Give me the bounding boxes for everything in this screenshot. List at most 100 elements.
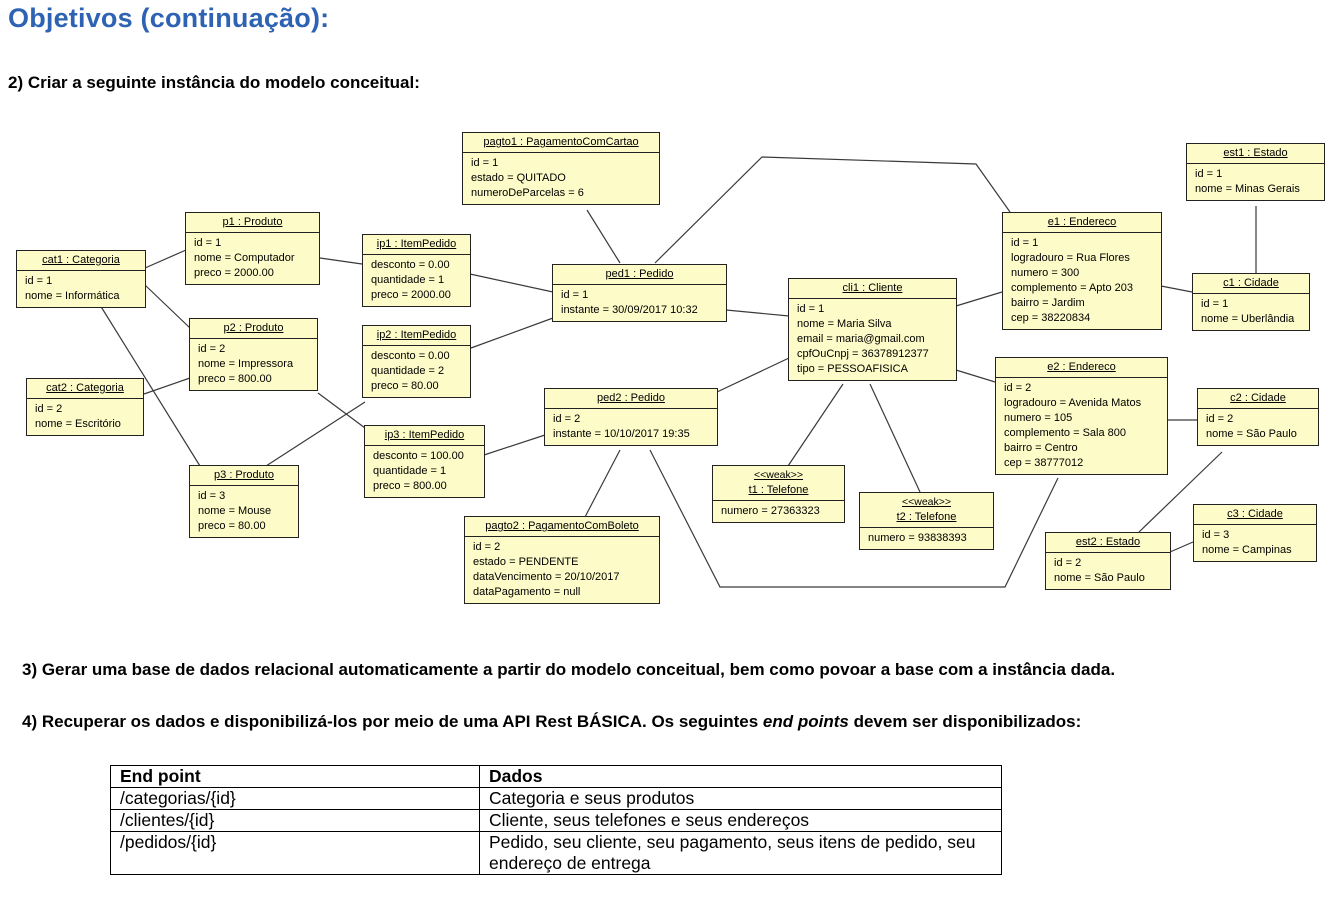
object-t1-name: t1 : Telefone — [748, 484, 809, 496]
link-cat1-p1 — [144, 249, 187, 269]
section-4-heading: 4) Recuperar os dados e disponibilizá-lo… — [22, 712, 1081, 732]
object-p2-header: p2 : Produto — [190, 319, 317, 339]
section-4-heading-text: 4) Recuperar os dados e disponibilizá-lo… — [22, 712, 763, 731]
link-e1-c1 — [1160, 285, 1193, 293]
object-pagto1: pagto1 : PagamentoComCartao id = 1 estad… — [462, 132, 660, 205]
link-est2-c3 — [1169, 541, 1194, 553]
object-ped2-header: ped2 : Pedido — [545, 389, 717, 409]
object-p1-attr: nome = Computador — [194, 252, 295, 264]
object-cli1-attr: cpfOuCnpj = 36378912377 — [797, 348, 929, 360]
object-e2-attr: logradouro = Avenida Matos — [1004, 397, 1142, 409]
link-ped2-cli1 — [716, 357, 790, 393]
link-cat1-p3 — [99, 304, 201, 467]
object-t2-attr: numero = 93838393 — [868, 532, 967, 544]
object-p3-attr: id = 3 — [198, 490, 226, 502]
object-c3-attr: id = 3 — [1202, 529, 1230, 541]
object-t1-attr: numero = 27363323 — [721, 505, 820, 517]
section-3-heading: 3) Gerar uma base de dados relacional au… — [22, 660, 1116, 679]
object-p2-attr: nome = Impressora — [198, 358, 294, 370]
object-ip3-attr: preco = 800.00 — [373, 480, 447, 492]
object-cli1-attr: nome = Maria Silva — [797, 318, 892, 330]
object-est1-header: est1 : Estado — [1187, 144, 1324, 164]
object-p1-attr: id = 1 — [194, 237, 222, 249]
object-e2-header: e2 : Endereco — [996, 358, 1167, 378]
object-p2-attr: id = 2 — [198, 343, 226, 355]
object-cat2-attr: id = 2 — [35, 403, 63, 415]
section-4-heading-text: devem ser disponibilizados: — [848, 712, 1082, 731]
object-e1-header: e1 : Endereco — [1003, 213, 1161, 233]
object-pagto1-attr: id = 1 — [471, 157, 499, 169]
object-e1: e1 : Endereco id = 1 logradouro = Rua Fl… — [1002, 212, 1162, 330]
object-c2-attr: id = 2 — [1206, 413, 1234, 425]
object-est2-attr: id = 2 — [1054, 557, 1082, 569]
object-c1: c1 : Cidade id = 1 nome = Uberlândia — [1192, 273, 1310, 331]
object-e1-attr: numero = 300 — [1011, 267, 1080, 279]
object-cat1: cat1 : Categoria id = 1 nome = Informáti… — [16, 250, 146, 308]
object-cat1-header: cat1 : Categoria — [17, 251, 145, 271]
page-title: Objetivos (continuação): — [8, 3, 330, 33]
object-p1-header: p1 : Produto — [186, 213, 319, 233]
object-ped1-attr: id = 1 — [561, 289, 589, 301]
object-p3-header: p3 : Produto — [190, 466, 298, 486]
link-cli1-t2 — [869, 383, 921, 493]
object-ip1: ip1 : ItemPedido desconto = 0.00 quantid… — [362, 234, 471, 307]
object-e2-attr: complemento = Sala 800 — [1004, 427, 1126, 439]
object-pagto2-attr: id = 2 — [473, 541, 501, 553]
object-est2-attr: nome = São Paulo — [1054, 572, 1145, 584]
column-header: End point — [110, 765, 480, 788]
object-p3-attr: preco = 80.00 — [198, 520, 266, 532]
object-ip3-header: ip3 : ItemPedido — [365, 426, 484, 446]
object-t2: <<weak>> t2 : Telefone numero = 93838393 — [859, 492, 994, 550]
object-t2-header: <<weak>> t2 : Telefone — [860, 493, 993, 528]
object-ip1-attr: preco = 2000.00 — [371, 289, 451, 301]
object-ip3-attr: desconto = 100.00 — [373, 450, 464, 462]
link-ip2-ped1 — [470, 317, 554, 349]
object-ip1-attr: quantidade = 1 — [371, 274, 445, 286]
object-ped1-header: ped1 : Pedido — [553, 265, 726, 285]
object-cat2-header: cat2 : Categoria — [27, 379, 143, 399]
object-t1-stereotype: <<weak>> — [753, 469, 804, 481]
object-t2-stereotype: <<weak>> — [901, 496, 952, 508]
object-pagto2-attr: dataVencimento = 20/10/2017 — [473, 571, 620, 583]
link-cli1-t1 — [787, 383, 844, 467]
table-row: /clientes/{id} Cliente, seus telefones e… — [110, 809, 1002, 832]
object-p1-attr: preco = 2000.00 — [194, 267, 274, 279]
object-ip1-attr: desconto = 0.00 — [371, 259, 450, 271]
data-cell: Cliente, seus telefones e seus endereços — [479, 809, 1002, 832]
object-p2-attr: preco = 800.00 — [198, 373, 272, 385]
object-cli1: cli1 : Cliente id = 1 nome = Maria Silva… — [788, 278, 957, 381]
object-e1-attr: logradouro = Rua Flores — [1011, 252, 1130, 264]
object-ip2-header: ip2 : ItemPedido — [363, 326, 470, 346]
object-e2-attr: numero = 105 — [1004, 412, 1073, 424]
object-e2-attr: bairro = Centro — [1004, 442, 1078, 454]
endpoint-cell: /clientes/{id} — [110, 809, 480, 832]
table-row: /pedidos/{id} Pedido, seu cliente, seu p… — [110, 831, 1002, 875]
object-ip2-attr: preco = 80.00 — [371, 380, 439, 392]
section-2-heading: 2) Criar a seguinte instância do modelo … — [8, 73, 420, 92]
object-ip2: ip2 : ItemPedido desconto = 0.00 quantid… — [362, 325, 471, 398]
object-c2-attr: nome = São Paulo — [1206, 428, 1297, 440]
object-e2-attr: cep = 38777012 — [1004, 457, 1084, 469]
object-p3-attr: nome = Mouse — [198, 505, 272, 517]
link-cat1-p2 — [144, 284, 191, 329]
data-cell: Categoria e seus produtos — [479, 787, 1002, 810]
object-cat2: cat2 : Categoria id = 2 nome = Escritóri… — [26, 378, 144, 436]
object-pagto1-header: pagto1 : PagamentoComCartao — [463, 133, 659, 153]
link-cli1-e2 — [955, 369, 996, 383]
object-e1-attr: cep = 38220834 — [1011, 312, 1091, 324]
object-e1-attr: complemento = Apto 203 — [1011, 282, 1133, 294]
endpoint-cell: /categorias/{id} — [110, 787, 480, 810]
endpoints-table: End point Dados /categorias/{id} Categor… — [110, 765, 1002, 875]
data-cell: Pedido, seu cliente, seu pagamento, seus… — [479, 831, 1002, 875]
link-pagto1-ped1 — [586, 209, 621, 264]
link-p3-ip2 — [265, 401, 366, 467]
link-p1-ip1 — [319, 257, 363, 265]
object-c2: c2 : Cidade id = 2 nome = São Paulo — [1197, 388, 1319, 446]
object-c2-header: c2 : Cidade — [1198, 389, 1318, 409]
object-pagto2: pagto2 : PagamentoComBoleto id = 2 estad… — [464, 516, 660, 604]
object-ip2-attr: quantidade = 2 — [371, 365, 445, 377]
column-header: Dados — [479, 765, 1002, 788]
section-4-heading-emphasis: end points — [762, 712, 849, 731]
object-pagto2-attr: dataPagamento = null — [473, 586, 581, 598]
